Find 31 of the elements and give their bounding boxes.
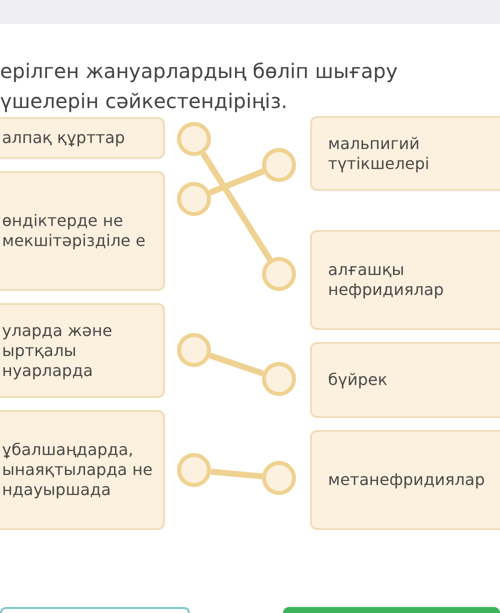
match-line bbox=[200, 152, 272, 262]
answer-text: алғашқы нефридиялар bbox=[328, 260, 445, 300]
answer-card bbox=[0, 171, 165, 291]
answer-card bbox=[310, 342, 500, 418]
connector-dot bbox=[262, 148, 296, 182]
answer-text: ұбалшаңдарда, ынаяқтыларда не ндауыршада bbox=[2, 440, 154, 500]
question-text: ерілген жануарлардың бөліп шығару үшелерін сәйкестендіріңіз. bbox=[0, 58, 399, 115]
match-line bbox=[209, 352, 264, 376]
answer-text: алпақ құрттар bbox=[2, 128, 126, 148]
bottom-button bbox=[283, 607, 500, 613]
answer-card bbox=[310, 116, 500, 191]
answer-card bbox=[310, 230, 500, 330]
connector-dot bbox=[177, 182, 211, 216]
answer-text: уларда және ыртқалы нуарларда bbox=[2, 320, 114, 380]
connector-dot bbox=[262, 362, 296, 396]
bottom-button bbox=[0, 607, 190, 613]
answer-card bbox=[310, 430, 500, 530]
connector-dot bbox=[262, 461, 296, 495]
answer-card bbox=[0, 410, 165, 530]
connector-dot bbox=[177, 453, 211, 487]
connector-dot bbox=[262, 257, 296, 291]
match-line bbox=[208, 168, 264, 196]
answer-card bbox=[0, 117, 165, 159]
answer-card bbox=[0, 303, 165, 398]
answer-text: бүйрек bbox=[328, 370, 388, 390]
connector-dot bbox=[177, 122, 211, 156]
match-line bbox=[210, 468, 262, 480]
answer-text: метанефридиялар bbox=[328, 470, 486, 490]
connector-dot bbox=[177, 333, 211, 367]
answer-text: өндіктерде не мекшітәрізділе е bbox=[2, 211, 146, 251]
answer-text: мальпигий түтікшелері bbox=[328, 134, 430, 174]
